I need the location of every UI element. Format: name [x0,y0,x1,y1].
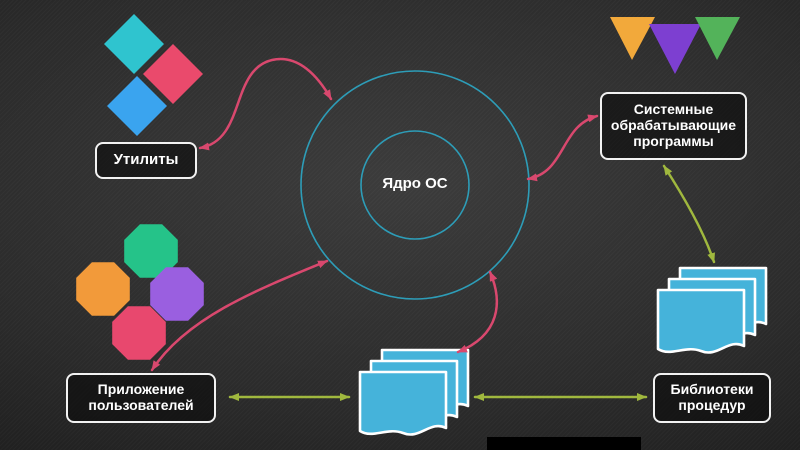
octagon-purple-icon [150,267,204,321]
document-page [358,370,448,436]
kernel-inner-circle [360,130,470,240]
triangle-yellow-icon [610,17,655,60]
kernel-label: Ядро ОС [382,175,448,192]
triangle-green-icon [695,17,740,60]
userapps-octagon-cluster [76,224,204,360]
diamond-cyan-icon [104,14,164,74]
system-triangle-cluster [610,17,740,74]
utilities-diamond-cluster [104,14,203,136]
libraries-label-box: Библиотеки процедур [653,373,771,423]
arrow-system-programs-documents [662,164,716,264]
system-programs-label-box: Системные обрабатывающие программы [600,92,747,160]
arrow-utilities-kernel [198,57,333,151]
documents-stack-center [358,348,470,436]
octagon-orange-icon [76,262,130,316]
diamond-blue-icon [107,76,167,136]
octagon-pink-icon [112,306,166,360]
arrow-system-programs-kernel [526,114,599,182]
arrow-documents-kernel [456,270,498,354]
kernel-outer-circle [300,70,530,300]
triangle-purple-icon [649,24,701,74]
arrow-userapps-kernel [150,259,329,372]
document-page [656,288,746,354]
utilities-label-box: Утилиты [95,142,197,179]
bottom-bar [487,437,641,450]
diamond-pink-icon [143,44,203,104]
user-apps-label-box: Приложение пользователей [66,373,216,423]
documents-stack-right [656,266,768,354]
